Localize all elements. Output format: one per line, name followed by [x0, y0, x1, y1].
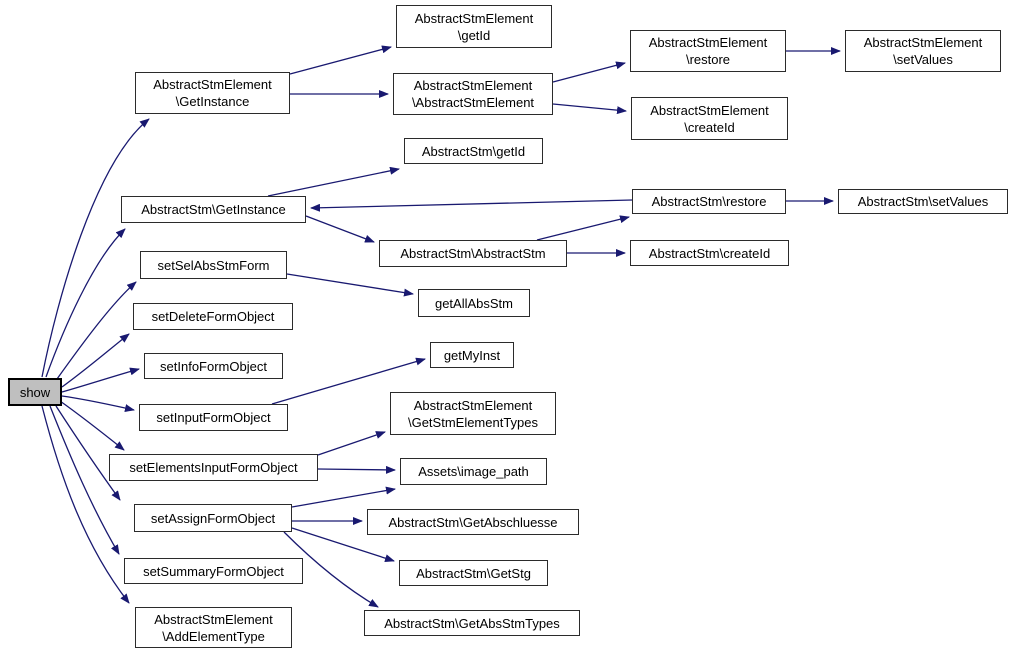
node-label: AbstractStm\getId	[421, 143, 526, 159]
node-getmyinst[interactable]: getMyInst	[430, 342, 514, 368]
node-label-line: AbstractStmElement	[413, 78, 533, 93]
node-abstractstm-setvalues[interactable]: AbstractStm\setValues	[838, 189, 1008, 214]
node-label: AbstractStm\GetAbsStmTypes	[384, 615, 560, 631]
node-label-line: AbstractStmElement	[648, 35, 768, 50]
edge-ase-constructor-to-ase-createid	[552, 103, 627, 115]
edge-show-to-setinputformobject	[61, 395, 135, 412]
node-abstractstm-getinstance[interactable]: AbstractStm\GetInstance	[121, 196, 306, 223]
node-label-line: \getId	[457, 27, 491, 43]
edge-as-constructor-to-as-restore	[536, 215, 630, 241]
node-label-line: AbstractStmElement	[863, 35, 983, 50]
edge-setelementsinputformobject-to-ase-getstmelementtypes	[317, 431, 386, 456]
edge-setassignformobject-to-as-getabsstmtypes	[283, 531, 379, 608]
edge-as-getinstance-to-as-getid	[267, 166, 400, 197]
node-getallabsstm[interactable]: getAllAbsStm	[418, 289, 530, 317]
node-label-line: \GetStmElementTypes	[407, 414, 539, 430]
node-setelementsinputformobject[interactable]: setElementsInputFormObject	[109, 454, 318, 481]
node-setdeleteformobject[interactable]: setDeleteFormObject	[133, 303, 293, 330]
edge-show-to-setelementsinputformobject	[59, 400, 125, 451]
edge-show-to-ase-getinstance	[41, 118, 150, 378]
node-label-line: \setValues	[893, 52, 953, 67]
node-label-line: AbstractStmElement	[414, 10, 534, 26]
edge-as-restore-to-as-getinstance	[310, 199, 633, 212]
edge-setselabsstmform-to-getallabsstm	[286, 273, 414, 297]
node-label: AbstractStm\GetAbschluesse	[388, 514, 558, 530]
edge-show-to-ase-addelementtype	[41, 405, 130, 604]
node-label: AbstractStm\GetInstance	[141, 202, 286, 217]
node-label-line: \AddElementType	[162, 628, 265, 644]
node-label: show	[19, 384, 51, 400]
node-abstractstm-getabschluesse[interactable]: AbstractStm\GetAbschluesse	[367, 509, 579, 535]
node-label-line: AbstractStmElement	[413, 397, 533, 413]
node-label-line: \createId	[684, 119, 735, 135]
node-label-line: \AbstractStmElement	[411, 95, 535, 110]
node-setselabsstmform[interactable]: setSelAbsStmForm	[140, 251, 287, 279]
node-label-line: \restore	[685, 52, 731, 67]
node-setinfoformobject[interactable]: setInfoFormObject	[144, 353, 283, 379]
node-abstractstm-constructor[interactable]: AbstractStm\AbstractStm	[379, 240, 567, 267]
node-label: AbstractStm\createId	[648, 245, 771, 261]
node-setsummaryformobject[interactable]: setSummaryFormObject	[124, 558, 303, 584]
node-label: AbstractStm\AbstractStm	[400, 246, 546, 261]
node-abstractstmelement-constructor[interactable]: AbstractStmElement \AbstractStmElement	[393, 73, 553, 115]
edge-ase-constructor-to-ase-restore	[552, 61, 626, 83]
edge-show-to-as-getinstance	[45, 228, 126, 378]
node-assets-image-path[interactable]: Assets\image_path	[400, 458, 547, 485]
node-label-line: AbstractStmElement	[154, 611, 273, 627]
edge-show-to-setselabsstmform	[56, 281, 137, 380]
node-abstractstm-getabsstmtypes[interactable]: AbstractStm\GetAbsStmTypes	[364, 610, 580, 636]
node-setinputformobject[interactable]: setInputFormObject	[139, 404, 288, 431]
node-label: getMyInst	[443, 347, 501, 363]
node-setassignformobject[interactable]: setAssignFormObject	[134, 504, 292, 532]
node-label-line: \GetInstance	[175, 94, 250, 109]
node-abstractstmelement-setvalues[interactable]: AbstractStmElement \setValues	[845, 30, 1001, 72]
edge-ase-getinstance-to-ase-getid	[289, 45, 392, 75]
node-abstractstmelement-restore[interactable]: AbstractStmElement \restore	[630, 30, 786, 72]
edge-setinputformobject-to-getmyinst	[271, 357, 426, 405]
node-abstractstm-restore[interactable]: AbstractStm\restore	[632, 189, 786, 214]
edge-as-getinstance-to-as-constructor	[305, 215, 375, 243]
node-abstractstmelement-addelementtype[interactable]: AbstractStmElement \AddElementType	[135, 607, 292, 648]
edge-setassignformobject-to-as-getstg	[291, 527, 395, 563]
node-label: setSelAbsStmForm	[157, 257, 270, 273]
edge-show-to-setdeleteformobject	[61, 333, 130, 388]
node-abstractstmelement-createid[interactable]: AbstractStmElement \createId	[631, 97, 788, 140]
node-label: setDeleteFormObject	[151, 309, 275, 324]
node-label-line: AbstractStmElement	[153, 77, 272, 92]
node-label: AbstractStm\GetStg	[416, 565, 531, 581]
node-label-line: AbstractStmElement	[650, 102, 769, 118]
edge-show-to-setinfoformobject	[61, 367, 140, 393]
node-label: setInputFormObject	[156, 410, 271, 425]
node-abstractstm-getstg[interactable]: AbstractStm\GetStg	[399, 560, 548, 586]
node-label: setAssignFormObject	[150, 510, 276, 526]
node-label: setElementsInputFormObject	[129, 460, 298, 475]
node-show: show	[8, 378, 62, 406]
node-label: AbstractStm\restore	[651, 194, 767, 209]
node-abstractstm-createid[interactable]: AbstractStm\createId	[630, 240, 789, 266]
node-label: setSummaryFormObject	[143, 563, 284, 579]
edge-setelementsinputformobject-to-assets-image-path	[317, 465, 396, 474]
node-abstractstmelement-getinstance[interactable]: AbstractStmElement \GetInstance	[135, 72, 290, 114]
node-abstractstm-getid[interactable]: AbstractStm\getId	[404, 138, 543, 164]
node-abstractstmelement-getid[interactable]: AbstractStmElement \getId	[396, 5, 552, 48]
node-label: setInfoFormObject	[160, 358, 267, 374]
edge-setassignformobject-to-assets-image-path	[291, 486, 396, 508]
edge-show-to-setsummaryformobject	[49, 405, 120, 555]
node-label: getAllAbsStm	[434, 295, 514, 311]
node-label: AbstractStm\setValues	[857, 194, 989, 209]
node-label: Assets\image_path	[418, 464, 529, 479]
edge-show-to-setassignformobject	[55, 405, 121, 501]
node-abstractstmelement-getstmelementtypes[interactable]: AbstractStmElement \GetStmElementTypes	[390, 392, 556, 435]
